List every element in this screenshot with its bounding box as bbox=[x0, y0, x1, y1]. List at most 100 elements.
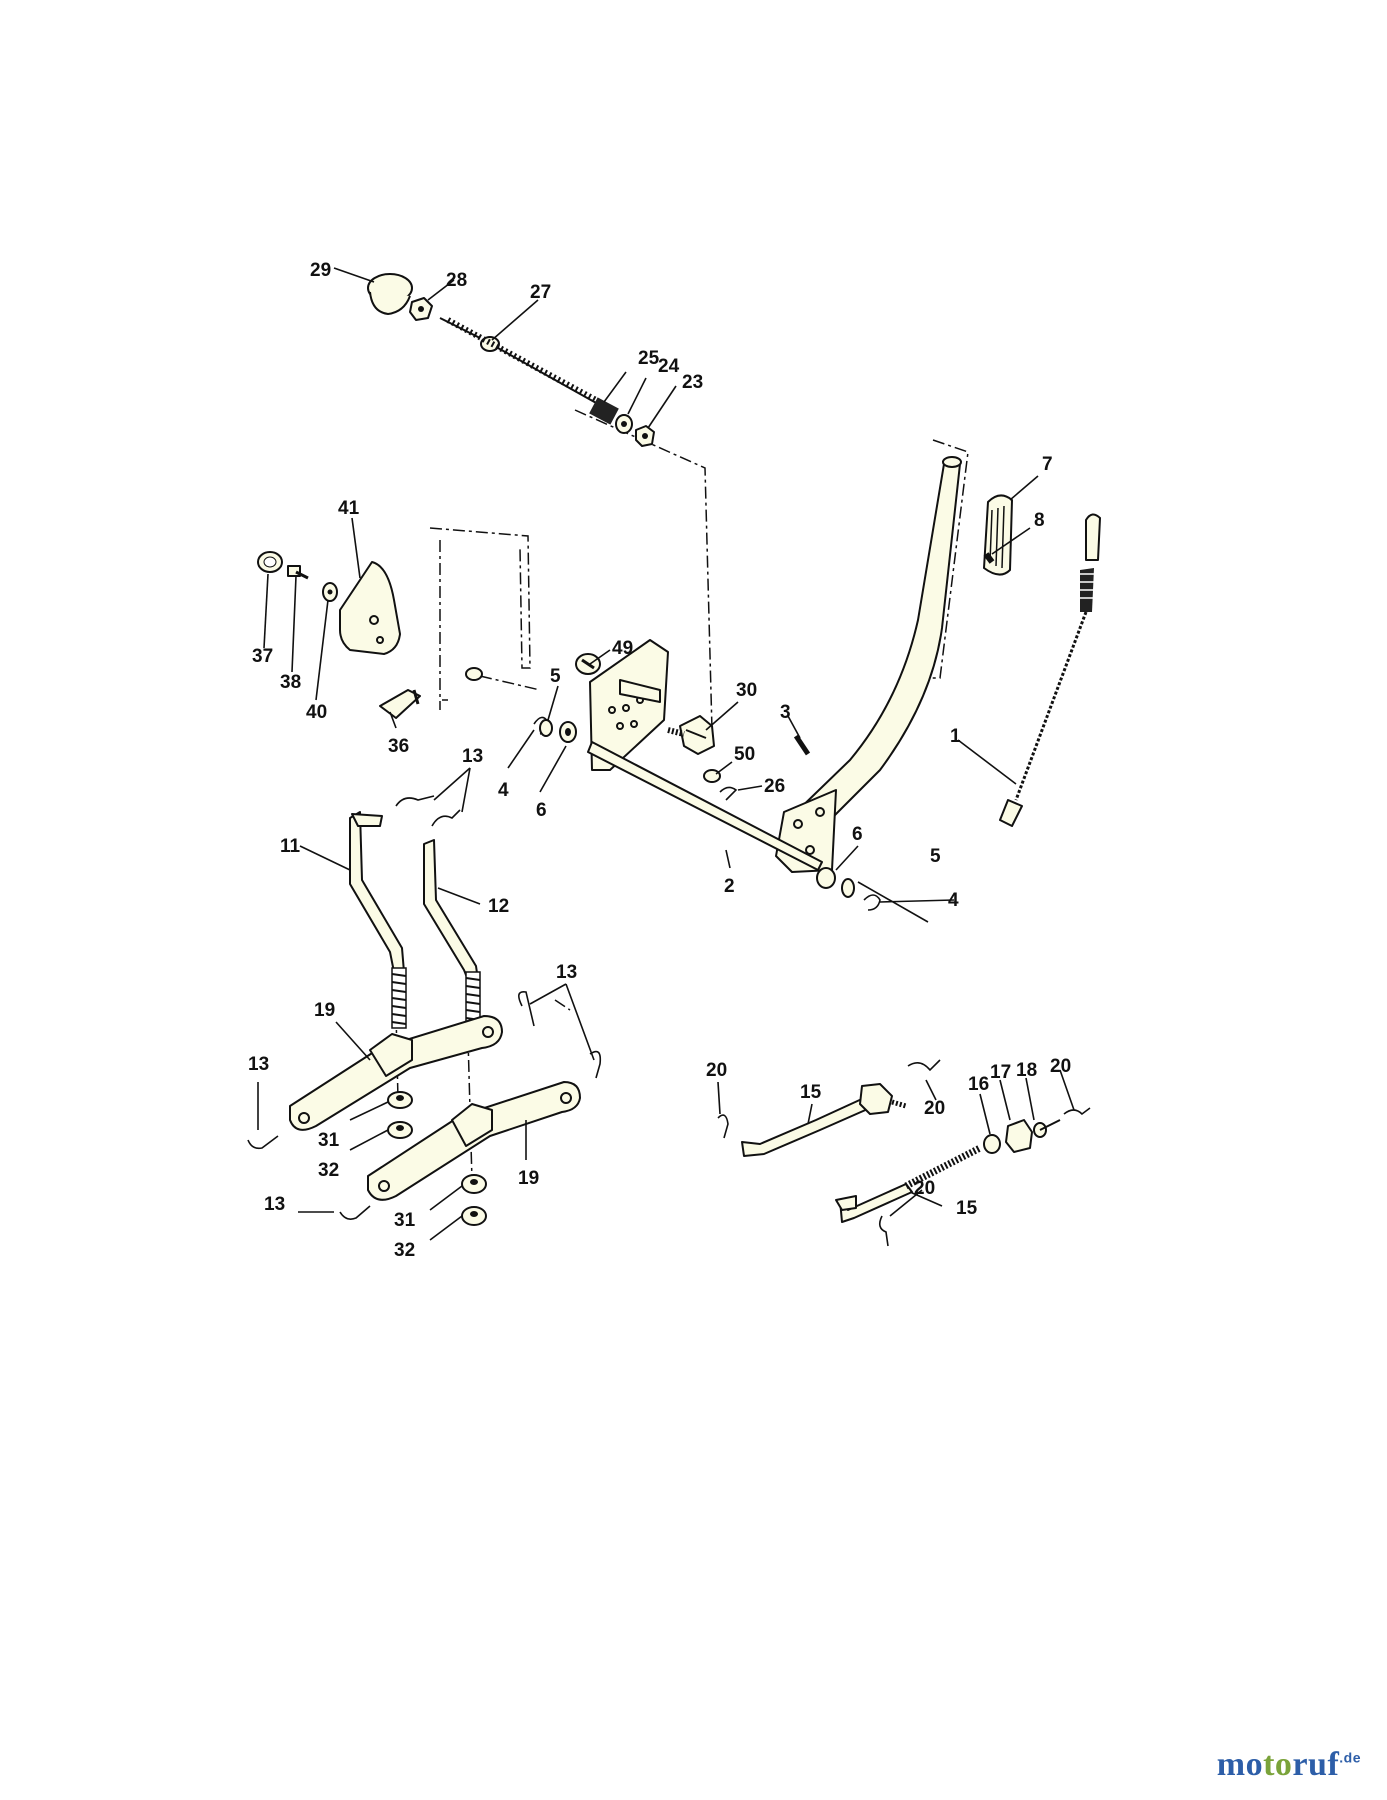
block-17 bbox=[1005, 1119, 1033, 1153]
callout-13a: 13 bbox=[462, 746, 483, 767]
rod-15-upper bbox=[741, 1083, 907, 1157]
link-12 bbox=[423, 839, 481, 1033]
callout-13d: 13 bbox=[264, 1194, 285, 1215]
callout-20d: 20 bbox=[914, 1178, 935, 1199]
callout-15b: 15 bbox=[956, 1198, 978, 1219]
callout-38: 38 bbox=[280, 672, 301, 693]
swivel-30 bbox=[667, 715, 715, 755]
nut-31-lower bbox=[461, 1174, 487, 1194]
callout-12: 12 bbox=[488, 896, 509, 917]
callout-37: 37 bbox=[252, 646, 273, 667]
nut-23 bbox=[635, 425, 655, 447]
washer-49 bbox=[575, 653, 601, 675]
threaded-rod-27 bbox=[439, 317, 599, 405]
roll-pin-8 bbox=[983, 552, 995, 564]
callout-23: 23 bbox=[682, 372, 703, 393]
callout-31a: 31 bbox=[318, 1130, 340, 1151]
washer-50 bbox=[703, 769, 721, 783]
callout-27: 27 bbox=[530, 282, 551, 303]
callout-25: 25 bbox=[638, 348, 660, 369]
callout-11: 11 bbox=[280, 836, 301, 857]
callouts: 29 28 27 25 24 23 7 8 41 37 38 40 49 5 3… bbox=[248, 260, 1071, 1261]
washer-24 bbox=[615, 414, 633, 434]
stud bbox=[465, 667, 483, 681]
callout-40: 40 bbox=[306, 702, 327, 723]
shaft-2 bbox=[587, 741, 823, 871]
watermark-part2: to bbox=[1263, 1746, 1293, 1783]
hairpin-13-top bbox=[395, 795, 461, 827]
clip-26 bbox=[719, 786, 738, 801]
callout-24: 24 bbox=[658, 356, 680, 377]
watermark-logo: motoruf.de bbox=[1217, 1746, 1361, 1784]
knob-29 bbox=[367, 273, 413, 315]
hairpin-13-left bbox=[247, 1135, 279, 1150]
callout-26: 26 bbox=[764, 776, 785, 797]
nut-32-lower bbox=[461, 1206, 487, 1226]
lift-arm-19-lower bbox=[367, 1081, 581, 1201]
nut-31-upper bbox=[387, 1091, 413, 1109]
bushing-6-right bbox=[816, 867, 836, 889]
callout-32b: 32 bbox=[394, 1240, 415, 1261]
callout-8: 8 bbox=[1034, 510, 1045, 531]
callout-1: 1 bbox=[950, 726, 961, 747]
lift-arm-19-upper bbox=[289, 1015, 503, 1131]
callout-20a: 20 bbox=[706, 1060, 727, 1081]
callout-16: 16 bbox=[968, 1074, 989, 1095]
washer-5-right bbox=[841, 878, 855, 898]
clip-20-set bbox=[717, 1059, 1091, 1247]
callout-49: 49 bbox=[612, 638, 633, 659]
callout-6b: 6 bbox=[852, 824, 863, 845]
spring-36 bbox=[379, 689, 421, 719]
callout-30: 30 bbox=[736, 680, 757, 701]
bracket-41 bbox=[339, 561, 401, 655]
bolt-38 bbox=[287, 565, 309, 580]
callout-2: 2 bbox=[724, 876, 735, 897]
callout-7: 7 bbox=[1042, 454, 1053, 475]
pivot-plate bbox=[589, 639, 669, 771]
watermark-suffix: .de bbox=[1339, 1749, 1361, 1766]
callout-4b: 4 bbox=[948, 890, 959, 911]
callout-20c: 20 bbox=[1050, 1056, 1071, 1077]
grip-7 bbox=[983, 494, 1013, 576]
callout-19a: 19 bbox=[314, 1000, 335, 1021]
callout-17: 17 bbox=[990, 1062, 1011, 1083]
callout-31b: 31 bbox=[394, 1210, 416, 1231]
lift-lever bbox=[775, 456, 962, 873]
callout-6a: 6 bbox=[536, 800, 547, 821]
callout-5b: 5 bbox=[930, 846, 941, 867]
callout-28: 28 bbox=[446, 270, 467, 291]
callout-18: 18 bbox=[1016, 1060, 1037, 1081]
pin-3 bbox=[793, 734, 811, 756]
watermark-part3: ruf bbox=[1292, 1746, 1340, 1783]
callout-5a: 5 bbox=[550, 666, 561, 687]
callout-41: 41 bbox=[338, 498, 360, 519]
washer-40 bbox=[322, 582, 338, 602]
nut-32-upper bbox=[387, 1121, 413, 1139]
bushing-6-left bbox=[559, 721, 577, 743]
ring-4-right bbox=[863, 894, 881, 911]
hairpin-13-right bbox=[518, 990, 602, 1079]
callout-20b: 20 bbox=[924, 1098, 945, 1119]
callout-13b: 13 bbox=[556, 962, 577, 983]
callout-29: 29 bbox=[310, 260, 331, 281]
washer-5-left bbox=[539, 719, 553, 737]
link-11 bbox=[349, 811, 407, 1029]
callout-13c: 13 bbox=[248, 1054, 269, 1075]
nut-16 bbox=[983, 1134, 1001, 1154]
watermark-part1: mo bbox=[1216, 1746, 1264, 1783]
washer-18 bbox=[1033, 1119, 1061, 1138]
callout-50: 50 bbox=[734, 744, 755, 765]
callout-36: 36 bbox=[388, 736, 409, 757]
callout-32a: 32 bbox=[318, 1160, 339, 1181]
callout-4a: 4 bbox=[498, 780, 509, 801]
callout-15a: 15 bbox=[800, 1082, 822, 1103]
callout-3: 3 bbox=[780, 702, 791, 723]
cable-1 bbox=[999, 513, 1101, 827]
callout-19b: 19 bbox=[518, 1168, 539, 1189]
ring-37 bbox=[257, 551, 283, 573]
alignment-lines bbox=[394, 409, 969, 1181]
nut-28 bbox=[409, 297, 433, 321]
spring-25 bbox=[589, 397, 619, 425]
hairpin-13-bottom bbox=[339, 1205, 371, 1220]
